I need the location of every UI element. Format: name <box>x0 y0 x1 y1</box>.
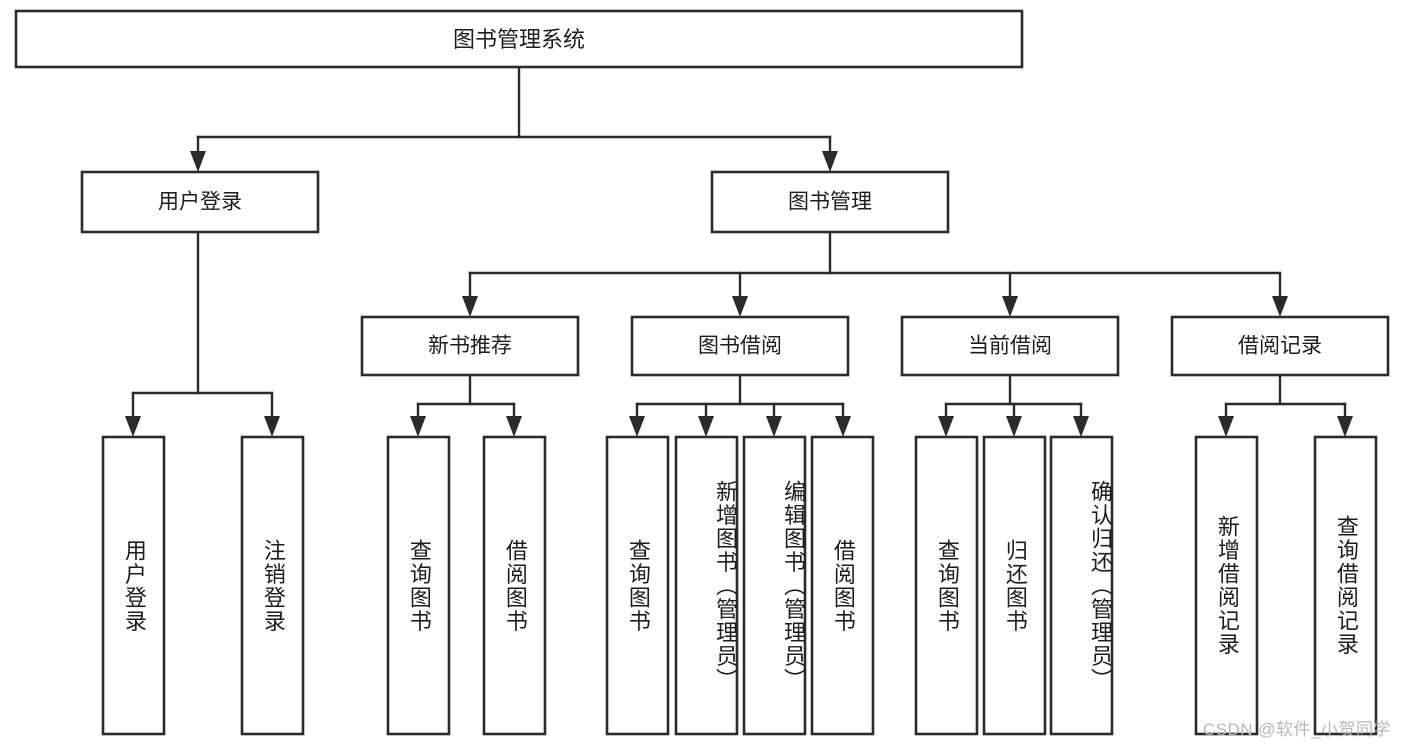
arrow-head-book-borrow <box>732 296 748 317</box>
leaf-box-edit-book[interactable] <box>742 435 807 736</box>
node-borrow-record[interactable]: 借阅记录 <box>1170 315 1390 377</box>
node-borrow-record-label: 借阅记录 <box>1238 335 1322 358</box>
connector-group-root <box>190 65 838 172</box>
arrow-head-new-book-recommend <box>462 296 478 317</box>
leaf-label-borrow-book-2: 借阅图书 <box>830 538 856 633</box>
leaf-label-add-record: 新增借阅记录 <box>1214 515 1240 656</box>
node-book-management-box[interactable] <box>710 170 950 234</box>
leaf-label-user-login: 用户登录 <box>121 538 147 633</box>
node-root-label: 图书管理系统 <box>453 27 585 52</box>
leaf-label-query-book-1: 查询图书 <box>406 538 432 633</box>
connector-group-borrow-record <box>1218 373 1353 437</box>
arrow-head-leaf-query-book-1 <box>410 416 426 437</box>
node-new-book-recommend[interactable]: 新书推荐 <box>360 315 580 377</box>
arrow-head-leaf-confirm-return <box>1073 416 1089 437</box>
node-root[interactable]: 图书管理系统 <box>14 9 1024 69</box>
arrow-head-leaf-borrow-book-2 <box>835 416 851 437</box>
leaf-box-add-record[interactable] <box>1194 435 1259 736</box>
leaf-box-confirm-return[interactable] <box>1049 435 1114 736</box>
leaf-label-query-book-2: 查询图书 <box>625 538 651 633</box>
connector-group-book-management <box>462 230 1288 317</box>
arrow-head-user-login <box>190 151 206 172</box>
leaf-box-add-book[interactable] <box>674 435 739 736</box>
leaf-box-query-book-1[interactable] <box>386 435 451 736</box>
arrow-head-leaf-logout-login <box>264 416 280 437</box>
node-user-login[interactable]: 用户登录 <box>80 170 320 234</box>
node-current-borrow[interactable]: 当前借阅 <box>900 315 1120 377</box>
leaf-box-logout-login[interactable] <box>240 435 305 736</box>
leaf-box-query-book-3[interactable] <box>914 435 979 736</box>
leaf-boxes <box>101 435 1378 736</box>
arrow-head-leaf-borrow-book-1 <box>506 416 522 437</box>
leaf-box-return-book[interactable] <box>982 435 1047 736</box>
leaf-box-query-record[interactable] <box>1313 435 1378 736</box>
leaf-label-return-book: 归还图书 <box>1002 538 1028 633</box>
leaf-box-query-book-2[interactable] <box>605 435 670 736</box>
node-new-book-recommend-box[interactable] <box>360 315 580 377</box>
connector-group-book-borrow <box>629 373 851 437</box>
arrow-head-borrow-record <box>1272 296 1288 317</box>
arrow-head-leaf-add-record <box>1218 416 1234 437</box>
leaf-box-user-login[interactable] <box>101 435 166 736</box>
csdn-watermark: CSDN @软件_小贺同学 <box>1202 720 1391 739</box>
node-current-borrow-label: 当前借阅 <box>968 335 1052 358</box>
arrow-head-leaf-edit-book <box>766 416 782 437</box>
arrow-head-leaf-add-book <box>698 416 714 437</box>
arrow-head-leaf-return-book <box>1006 416 1022 437</box>
arrow-head-leaf-query-record <box>1337 416 1353 437</box>
arrow-head-leaf-query-book-3 <box>938 416 954 437</box>
leaf-label-add-book: 新增图书（管理员） <box>713 479 738 692</box>
leaf-label-logout-login: 注销登录 <box>260 538 286 633</box>
connector-group-user-login <box>125 230 280 437</box>
node-book-management-label: 图书管理 <box>788 191 872 214</box>
node-user-login-label: 用户登录 <box>158 191 242 214</box>
connector-group-current-borrow <box>938 373 1089 437</box>
arrow-head-leaf-query-book-2 <box>629 416 645 437</box>
leaf-label-confirm-return: 确认归还（管理员） <box>1088 479 1113 692</box>
node-book-borrow-box[interactable] <box>630 315 850 377</box>
leaf-label-edit-book: 编辑图书（管理员） <box>781 479 806 692</box>
connector-group-new-book-recommend <box>410 373 522 437</box>
arrow-head-leaf-user-login <box>125 416 141 437</box>
leaf-label-query-record: 查询借阅记录 <box>1333 515 1359 656</box>
node-user-login-box[interactable] <box>80 170 320 234</box>
node-book-management[interactable]: 图书管理 <box>710 170 950 234</box>
arrow-head-current-borrow <box>1002 296 1018 317</box>
node-borrow-record-box[interactable] <box>1170 315 1390 377</box>
leaf-label-borrow-book-1: 借阅图书 <box>502 538 528 633</box>
node-book-borrow-label: 图书借阅 <box>698 335 782 358</box>
node-current-borrow-box[interactable] <box>900 315 1120 377</box>
leaf-box-borrow-book-1[interactable] <box>482 435 547 736</box>
leaf-box-borrow-book-2[interactable] <box>810 435 875 736</box>
arrow-head-book-management <box>822 151 838 172</box>
node-new-book-recommend-label: 新书推荐 <box>428 335 512 358</box>
node-book-borrow[interactable]: 图书借阅 <box>630 315 850 377</box>
leaf-label-query-book-3: 查询图书 <box>934 538 960 633</box>
node-root-box[interactable] <box>14 9 1024 69</box>
